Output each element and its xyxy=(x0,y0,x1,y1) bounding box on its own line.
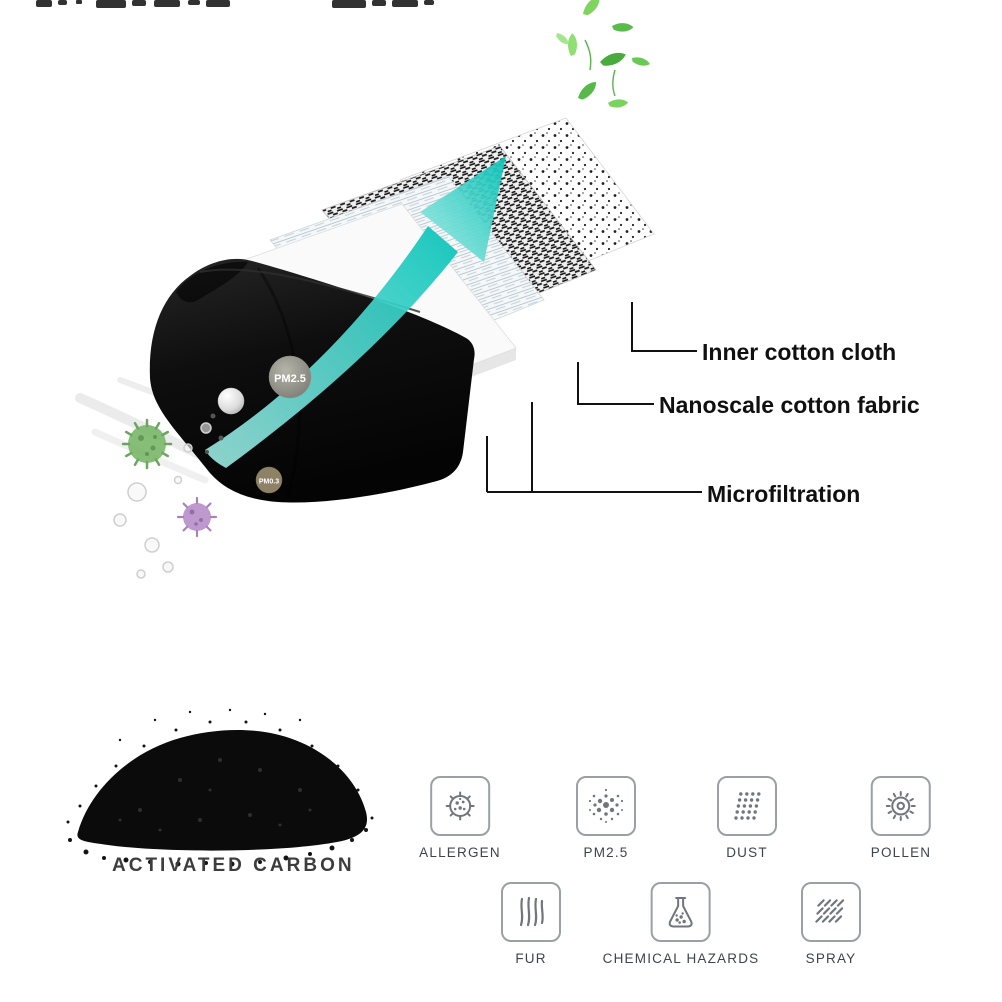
pm03-badge-label: PM0.3 xyxy=(259,479,279,486)
label-leader-lines xyxy=(486,302,702,493)
pm25-badge-label: PM2.5 xyxy=(274,373,306,385)
filter-item-dust: DUST xyxy=(717,776,777,860)
chemical-hazards-icon xyxy=(669,897,693,928)
dust-icon xyxy=(734,792,761,820)
filter-label: ALLERGEN xyxy=(419,845,501,860)
cropped-top-text xyxy=(36,0,434,8)
filter-label: POLLEN xyxy=(870,845,932,860)
filter-item-pollen: POLLEN xyxy=(871,776,931,860)
allergen-icon xyxy=(445,791,475,821)
pollen-icon xyxy=(885,791,916,821)
filter-label: SPRAY xyxy=(805,951,857,966)
filter-item-chemical-hazards: CHEMICAL HAZARDS xyxy=(603,882,760,966)
pm25-icon xyxy=(588,788,624,823)
pollution-particles xyxy=(113,387,245,579)
pm25-badge: PM2.5 xyxy=(268,355,312,399)
filter-item-spray: SPRAY xyxy=(801,882,861,966)
label-microfiltration: Microfiltration xyxy=(707,481,861,507)
exploded-layers-diagram: PM2.5 PM0.3 xyxy=(36,0,702,579)
pm03-badge: PM0.3 xyxy=(255,466,283,494)
filter-label: PM2.5 xyxy=(583,845,629,860)
spray-icon xyxy=(815,899,845,923)
label-inner-cotton-cloth: Inner cotton cloth xyxy=(702,339,897,365)
bubble-particles xyxy=(113,422,212,579)
filter-label: DUST xyxy=(726,845,768,860)
fur-icon xyxy=(519,896,544,927)
filter-item-allergen: ALLERGEN xyxy=(419,776,501,860)
dust-sphere-icon xyxy=(217,387,245,415)
filter-label: CHEMICAL HAZARDS xyxy=(602,951,760,966)
label-nanoscale-cotton-fabric: Nanoscale cotton fabric xyxy=(659,392,920,418)
leaves-icon xyxy=(556,0,650,108)
filter-label: FUR xyxy=(515,951,547,966)
activated-carbon-label: ACTIVATED CARBON xyxy=(112,855,355,876)
purple-virus-icon xyxy=(176,496,218,538)
activated-carbon-pile xyxy=(66,708,374,867)
green-virus-icon xyxy=(121,418,173,470)
airflow-arrow-icon xyxy=(205,156,506,468)
filter-item-pm25: PM2.5 xyxy=(576,776,636,860)
filter-item-fur: FUR xyxy=(501,882,561,966)
